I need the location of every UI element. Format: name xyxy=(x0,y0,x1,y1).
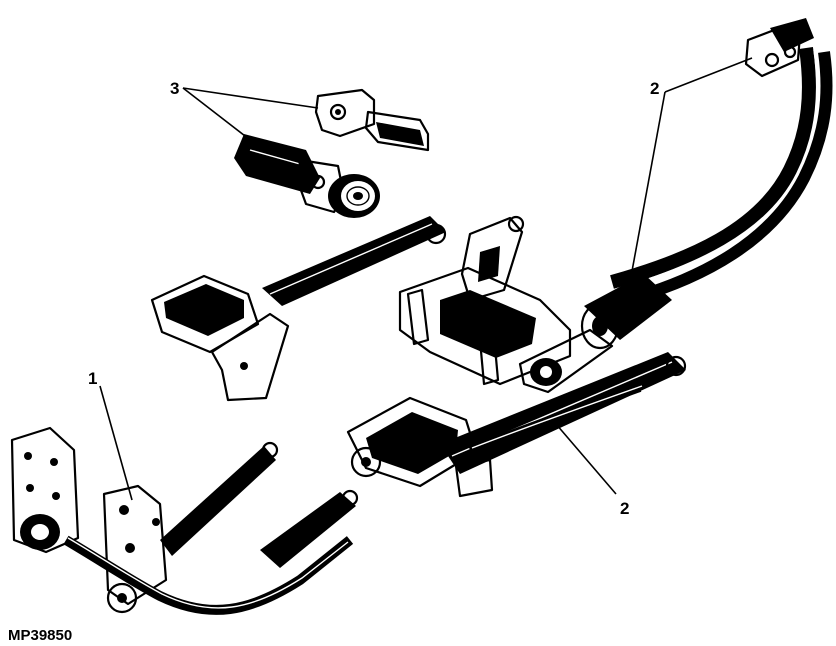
coupler-lower xyxy=(234,134,380,218)
lift-arm-upper-left xyxy=(150,216,447,402)
callout-2-lower: 2 xyxy=(620,499,629,518)
callout-2-upper: 2 xyxy=(650,79,659,98)
mounting-bracket xyxy=(10,426,168,606)
hitch-frame xyxy=(398,215,572,386)
callout-leaders xyxy=(99,57,753,501)
lower-link-hoses xyxy=(63,441,359,615)
hydraulic-couplers xyxy=(234,88,430,218)
lift-arm-lower xyxy=(346,352,687,498)
callout-1: 1 xyxy=(88,369,97,388)
hydraulic-hoses-lower xyxy=(468,384,643,454)
figure-id: MP39850 xyxy=(8,627,72,644)
coupler-upper xyxy=(314,88,430,152)
callout-3: 3 xyxy=(170,79,179,98)
hydraulic-hoses-upper xyxy=(610,18,833,306)
hydraulic-cylinder xyxy=(518,274,672,394)
